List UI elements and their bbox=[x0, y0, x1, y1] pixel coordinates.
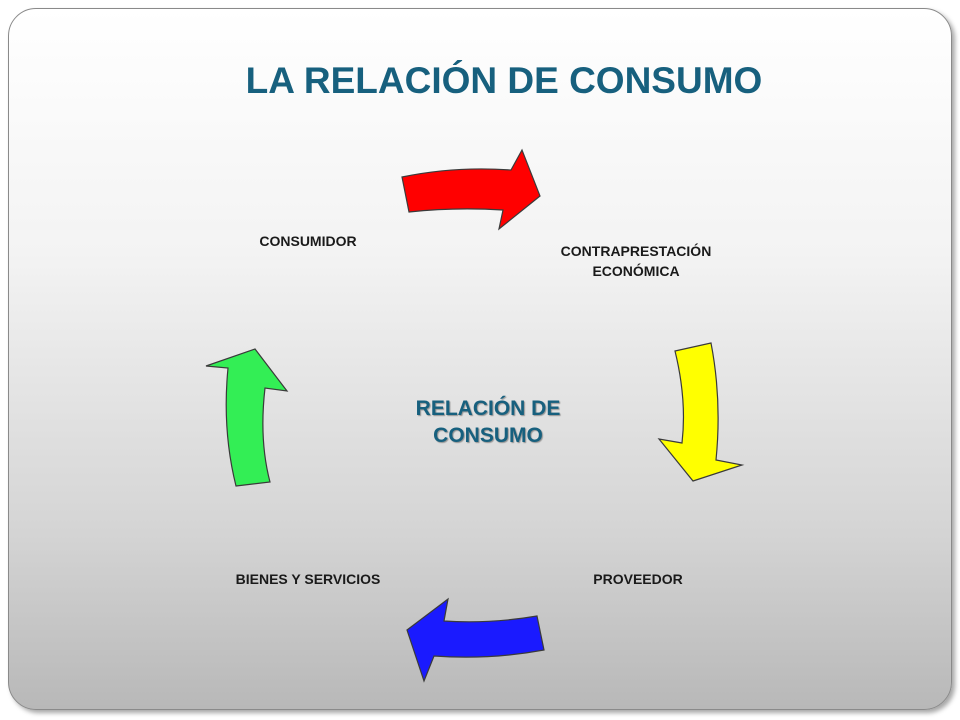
node-contraprestacion: CONTRAPRESTACIÓN ECONÓMICA bbox=[530, 241, 742, 281]
center-label: RELACIÓN DE CONSUMO bbox=[388, 395, 588, 449]
blue-arrow bbox=[406, 597, 545, 683]
red-arrow bbox=[401, 148, 541, 231]
node-bienes-servicios-label: BIENES Y SERVICIOS bbox=[235, 571, 381, 587]
yellow-arrow bbox=[657, 342, 745, 482]
slide bbox=[8, 8, 952, 710]
node-proveedor: PROVEEDOR bbox=[570, 569, 706, 589]
node-proveedor-label: PROVEEDOR bbox=[593, 571, 683, 587]
node-consumidor: CONSUMIDOR bbox=[240, 231, 376, 251]
node-contraprestacion-line2: ECONÓMICA bbox=[592, 263, 680, 279]
slide-title: LA RELACIÓN DE CONSUMO bbox=[245, 60, 763, 101]
green-arrow bbox=[205, 348, 289, 487]
center-label-line2: CONSUMO bbox=[433, 424, 543, 447]
node-bienes-servicios: BIENES Y SERVICIOS bbox=[205, 569, 411, 589]
node-contraprestacion-line1: CONTRAPRESTACIÓN bbox=[560, 243, 712, 259]
center-label-line1: RELACIÓN DE bbox=[415, 397, 561, 420]
node-consumidor-label: CONSUMIDOR bbox=[259, 233, 357, 249]
